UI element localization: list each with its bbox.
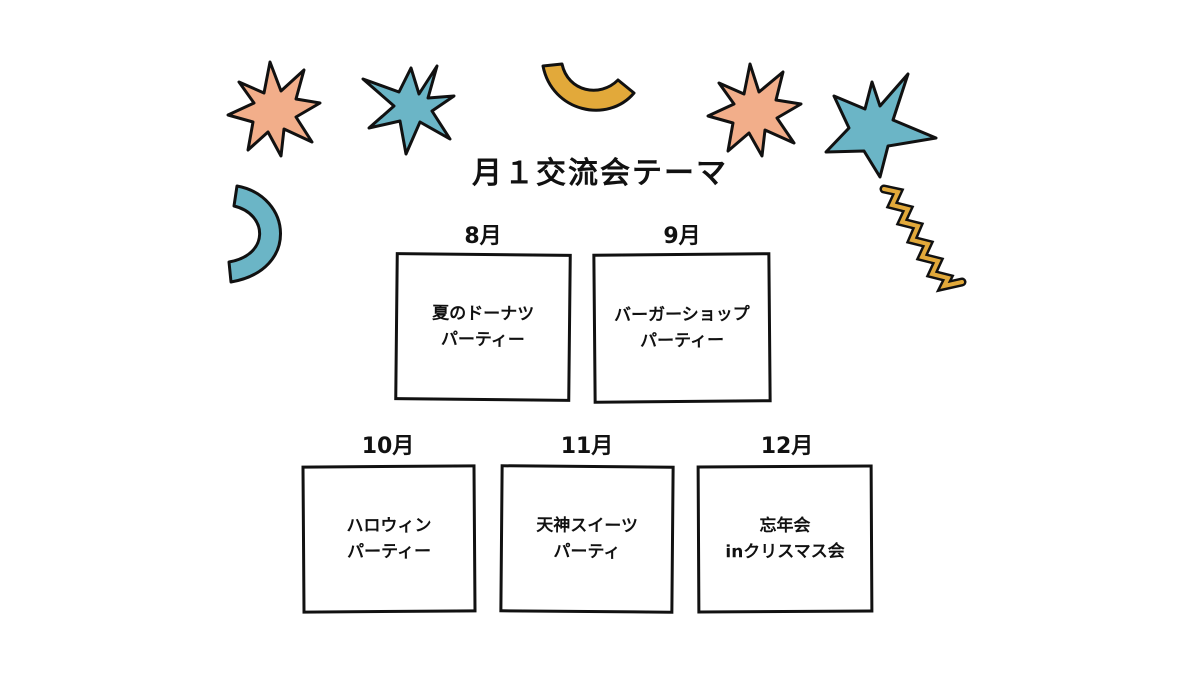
blue-star-icon: [361, 64, 456, 156]
month-label-aug: 8月: [464, 224, 502, 249]
month-label-oct: 10月: [361, 434, 415, 459]
blue-star-icon: [824, 72, 938, 179]
blue-arc-icon: [227, 184, 282, 284]
theme-card-sep: バーガーショップ パーティー: [592, 252, 772, 404]
month-label-sep: 9月: [663, 224, 701, 249]
orange-star-icon: [226, 60, 322, 158]
theme-card-nov: 天神スイーツ パーティ: [499, 464, 675, 614]
yellow-zigzag-icon: [879, 184, 967, 293]
yellow-arc-icon: [541, 62, 636, 112]
yellow-zigzag-fill: [882, 187, 964, 289]
page-title: 月１交流会テーマ: [472, 156, 728, 191]
theme-card-aug: 夏のドーナツ パーティー: [394, 252, 572, 402]
orange-star-icon: [706, 62, 803, 158]
theme-card-oct: ハロウィン パーティー: [301, 464, 477, 614]
month-label-dec: 12月: [760, 434, 814, 459]
theme-card-dec: 忘年会 inクリスマス会: [696, 464, 874, 614]
month-label-nov: 11月: [560, 434, 614, 459]
